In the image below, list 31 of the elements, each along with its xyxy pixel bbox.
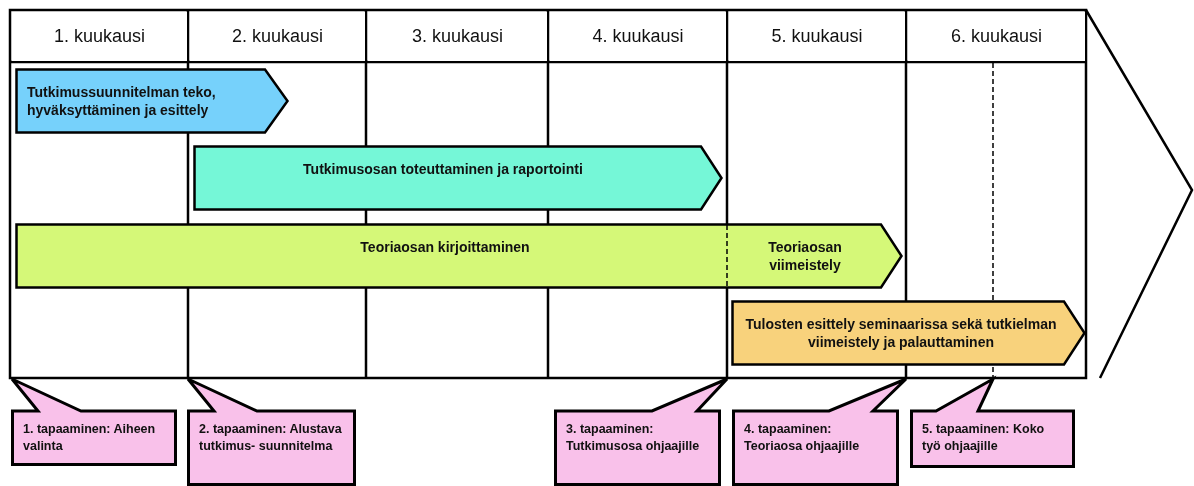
meeting-callout (11, 378, 177, 466)
task-label: Tutkimusosan toteuttaminen ja raportointi (302, 160, 584, 178)
month-label: 4. kuukausi (591, 26, 685, 47)
month-label: 5. kuukausi (770, 26, 864, 47)
month-label: 1. kuukausi (52, 26, 147, 47)
month-header-cell (908, 12, 1085, 61)
month-label: 3. kuukausi (410, 26, 505, 47)
task-arrow-bar (15, 68, 289, 134)
meeting-callout (732, 378, 908, 486)
meeting-callout (554, 378, 729, 486)
month-header-cell (12, 12, 187, 61)
task-label: Tutkimussuunnitelman teko, hyväksyttäminen ja esittely (27, 83, 217, 119)
task-arrow-bar (193, 145, 723, 211)
task-arrow-bar (731, 300, 1086, 366)
month-header-cell (550, 12, 726, 61)
month-header-cell (190, 12, 365, 61)
month-label: 2. kuukausi (230, 26, 325, 47)
month-header-cell (368, 12, 547, 61)
task-label: Teoriaosan kirjoittaminen (359, 238, 531, 256)
task-label: Teoriaosan viimeistely (767, 238, 843, 274)
meeting-callout (187, 378, 356, 486)
task-label: Tulosten esittely seminaarissa sekä tutkielman viimeistely ja palauttaminen (744, 315, 1058, 351)
month-header-cell (729, 12, 905, 61)
callout-text: 5. tapaaminen: Koko työ ohjaajille (922, 421, 1046, 455)
callout-text: 3. tapaaminen: Tutkimusosa ohjaajille (566, 421, 701, 455)
meeting-callout (910, 378, 1075, 468)
callout-text: 1. tapaaminen: Aiheen valinta (23, 421, 157, 455)
callout-text: 4. tapaaminen: Teoriaosa ohjaajille (744, 421, 861, 455)
callout-text: 2. tapaaminen: Alustava tutkimus- suunnitelma (199, 421, 343, 455)
month-label: 6. kuukausi (949, 26, 1044, 47)
task-arrow-bar (15, 223, 903, 289)
